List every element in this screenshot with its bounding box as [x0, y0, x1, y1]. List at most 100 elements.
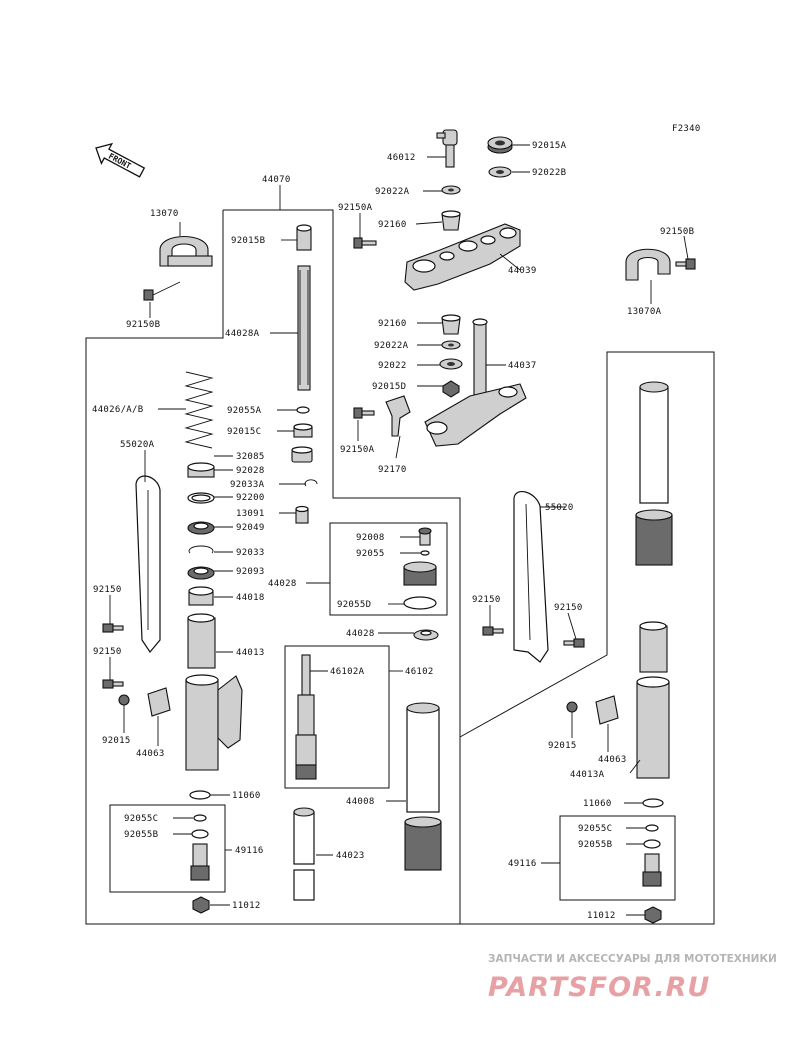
label-92015C: 92015C [227, 427, 261, 437]
label-44063-right: 44063 [598, 755, 627, 765]
label-92015B: 92015B [231, 236, 265, 246]
label-92200: 92200 [236, 493, 265, 503]
label-44013A: 44013A [570, 770, 605, 780]
label-49116-right: 49116 [508, 859, 537, 869]
label-92160-mid: 92160 [378, 319, 407, 329]
part-92160-top [441, 210, 461, 231]
part-11012-right [644, 906, 662, 924]
label-11060-left: 11060 [232, 791, 261, 801]
part-49116-right [642, 853, 662, 887]
label-92008: 92008 [356, 533, 385, 543]
label-92055A: 92055A [227, 406, 262, 416]
part-44008 [404, 702, 442, 871]
part-92150A-mid [353, 407, 375, 419]
label-13070A: 13070A [627, 307, 662, 317]
label-44039: 44039 [508, 266, 537, 276]
part-44039 [404, 223, 521, 291]
part-44023 [293, 807, 315, 901]
label-92150-right-1: 92150 [472, 595, 501, 605]
part-92150B-right [675, 258, 696, 270]
label-92150-left-1: 92150 [93, 585, 122, 595]
label-92022: 92022 [378, 361, 407, 371]
part-92022-mid [439, 358, 463, 370]
label-92055C-right: 92055C [578, 824, 612, 834]
part-44028-b [413, 629, 439, 641]
label-13091: 13091 [236, 509, 265, 519]
label-92033A: 92033A [230, 480, 265, 490]
part-13070A [625, 248, 671, 281]
label-92093: 92093 [236, 567, 265, 577]
label-92160-top: 92160 [378, 220, 407, 230]
part-92033 [188, 545, 214, 554]
label-11060-right: 11060 [583, 799, 612, 809]
label-92170: 92170 [378, 465, 407, 475]
part-92015A [487, 136, 513, 154]
part-92015C [293, 423, 313, 438]
part-11060-left [189, 790, 211, 800]
part-92055B-right [643, 839, 661, 849]
label-13070: 13070 [150, 209, 179, 219]
part-92055C-right [645, 824, 659, 832]
assembly-outline-left [85, 210, 715, 925]
part-92055C-left [193, 814, 207, 822]
label-44028A: 44028A [225, 329, 260, 339]
label-44063-left: 44063 [136, 749, 165, 759]
diagram-code: F2340 [672, 124, 701, 134]
label-44028-b: 44028 [346, 629, 375, 639]
label-32085: 32085 [236, 452, 265, 462]
valve-group-box-right [559, 815, 676, 901]
label-44023: 44023 [336, 851, 365, 861]
part-92150-left-2 [102, 679, 124, 689]
part-92049 [187, 521, 215, 535]
label-55020A: 55020A [120, 440, 155, 450]
part-92055D [403, 596, 437, 610]
part-44028-cap [403, 561, 437, 586]
label-92150A-mid: 92150A [340, 445, 375, 455]
part-44063-left [147, 687, 171, 717]
part-92055B-left [191, 829, 209, 839]
part-49116-left [190, 843, 210, 881]
part-44026-spring [184, 371, 214, 449]
part-92200 [187, 492, 215, 504]
part-92015D [442, 380, 460, 398]
watermark-tagline: ЗАПЧАСТИ И АКСЕССУАРЫ ДЛЯ МОТОТЕХНИКИ [488, 953, 777, 965]
part-92022A-top [441, 185, 461, 195]
part-right-fork-tube-upper [635, 381, 673, 566]
front-arrow-icon: FRONT [95, 142, 146, 178]
part-92150A-top [353, 237, 377, 249]
part-92150-left-1 [102, 623, 124, 633]
label-46012: 46012 [387, 153, 416, 163]
label-92015-right: 92015 [548, 741, 577, 751]
part-11012-left [192, 896, 210, 914]
label-92055B-right: 92055B [578, 840, 612, 850]
part-92150B-left [143, 281, 181, 301]
label-11012-left: 11012 [232, 901, 261, 911]
label-92055B-left: 92055B [124, 830, 158, 840]
leader-lines [109, 144, 689, 916]
part-92160-mid [441, 314, 461, 335]
label-92022A-top: 92022A [375, 187, 410, 197]
label-92150-right-2: 92150 [554, 603, 583, 613]
part-44063-right [595, 695, 619, 725]
part-92028 [187, 462, 215, 478]
part-44013A [636, 621, 670, 779]
label-44037: 44037 [508, 361, 537, 371]
label-44018: 44018 [236, 593, 265, 603]
part-92022A-mid [441, 340, 461, 350]
label-55020: 55020 [545, 503, 574, 513]
label-92055D: 92055D [337, 600, 371, 610]
part-92055A [296, 406, 310, 414]
label-92150-left-2: 92150 [93, 647, 122, 657]
label-44028-group: 44028 [268, 579, 297, 589]
label-92049: 92049 [236, 523, 265, 533]
label-92033: 92033 [236, 548, 265, 558]
part-44028A [297, 265, 311, 391]
label-92015D: 92015D [372, 382, 406, 392]
label-44008: 44008 [346, 797, 375, 807]
label-92022A-mid: 92022A [374, 341, 409, 351]
part-46012 [436, 129, 458, 168]
part-92015-right [566, 701, 578, 713]
label-49116-left: 49116 [235, 846, 264, 856]
part-32085 [291, 446, 313, 463]
